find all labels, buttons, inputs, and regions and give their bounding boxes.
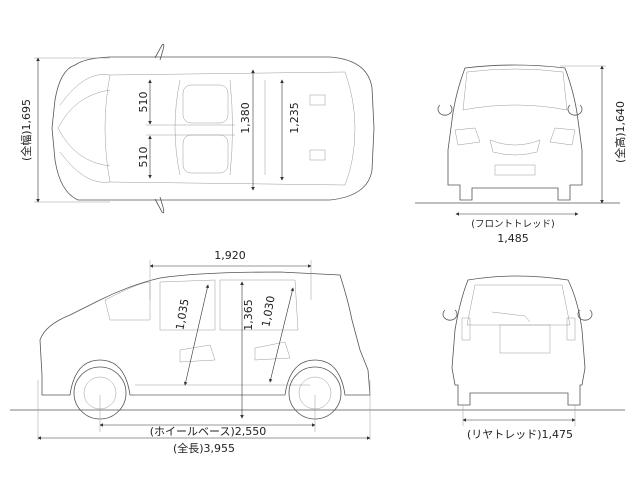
rear-tread-label: (リヤトレッド)1,475	[467, 428, 573, 441]
front-seat-height-label: 1,035	[173, 298, 191, 331]
front-cabin-width-label: 1,380	[239, 102, 252, 134]
overall-width-label: (全幅)1,695	[19, 99, 33, 161]
side-view-car	[39, 271, 371, 420]
top-view-car	[51, 43, 375, 214]
seat-width-label-2: 510	[137, 147, 150, 168]
front-tread-label: (フロントトレッド)	[471, 219, 554, 230]
seat-width-label-1: 510	[137, 92, 150, 113]
rear-cabin-width-label: 1,235	[288, 102, 301, 134]
wheelbase-label: (ホイールベース)2,550	[150, 425, 267, 438]
overall-length-label: (全長)3,955	[173, 441, 235, 455]
rear-seat-height-label: 1,030	[259, 295, 277, 328]
front-tread-value: 1,485	[497, 232, 529, 245]
front-view-car	[437, 64, 583, 201]
rear-view-car	[442, 275, 593, 406]
cabin-length-label: 1,920	[214, 249, 246, 262]
top-view-dimensions	[34, 57, 284, 203]
cabin-height-label: 1,365	[242, 299, 255, 331]
overall-height-label: (全高)1,640	[613, 101, 627, 163]
